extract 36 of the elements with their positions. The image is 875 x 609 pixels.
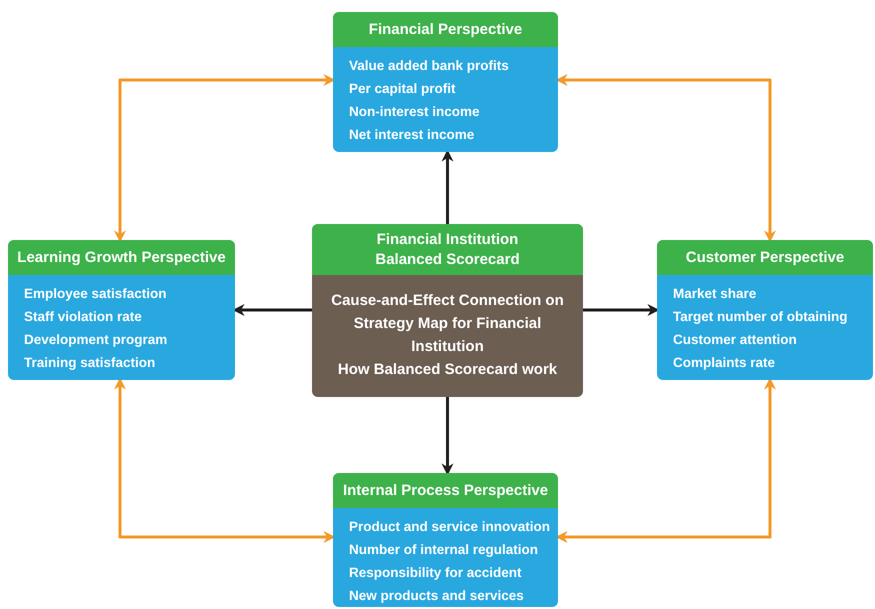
scorecard-card: [312, 224, 583, 397]
arrow: [556, 74, 776, 242]
arrow: [232, 304, 312, 316]
arrow: [556, 378, 776, 543]
list-item: Value added bank profits: [349, 57, 509, 75]
list-item: Non-interest income: [349, 103, 480, 121]
perspective-card: [333, 473, 558, 607]
perspective-card: [657, 240, 873, 380]
arrow: [442, 150, 454, 224]
card-heading: Customer Perspective: [657, 240, 873, 275]
perspective-card: [8, 240, 235, 380]
list-item: Per capital profit: [349, 80, 456, 98]
list-item: Market share: [673, 285, 756, 303]
list-item: New products and services: [349, 587, 524, 605]
list-item: Complaints rate: [673, 354, 776, 372]
description-text: How Balanced Scorecard work: [336, 360, 558, 380]
card-heading: Financial Perspective: [333, 12, 558, 47]
description-text: Cause-and-Effect Connection on Strategy Map for Financial Institution: [330, 291, 565, 357]
card-heading: Internal Process Perspective: [333, 473, 558, 508]
card-heading: Financial Institution Balanced Scorecard: [312, 224, 583, 275]
list-item: Number of internal regulation: [349, 541, 538, 559]
list-item: Responsibility for accident: [349, 564, 522, 582]
arrow: [583, 304, 660, 316]
list-item: Target number of obtaining: [673, 308, 848, 326]
list-item: Product and service innovation: [349, 518, 550, 536]
card-heading: Learning Growth Perspective: [8, 240, 235, 275]
list-item: Customer attention: [673, 331, 797, 349]
list-item: Net interest income: [349, 126, 474, 144]
list-item: Employee satisfaction: [24, 285, 167, 303]
arrow: [114, 74, 336, 242]
arrow: [114, 378, 336, 543]
arrow: [442, 397, 454, 476]
list-item: Training satisfaction: [24, 354, 156, 372]
perspective-card: [333, 12, 558, 152]
list-item: Staff violation rate: [24, 308, 142, 326]
list-item: Development program: [24, 331, 168, 349]
